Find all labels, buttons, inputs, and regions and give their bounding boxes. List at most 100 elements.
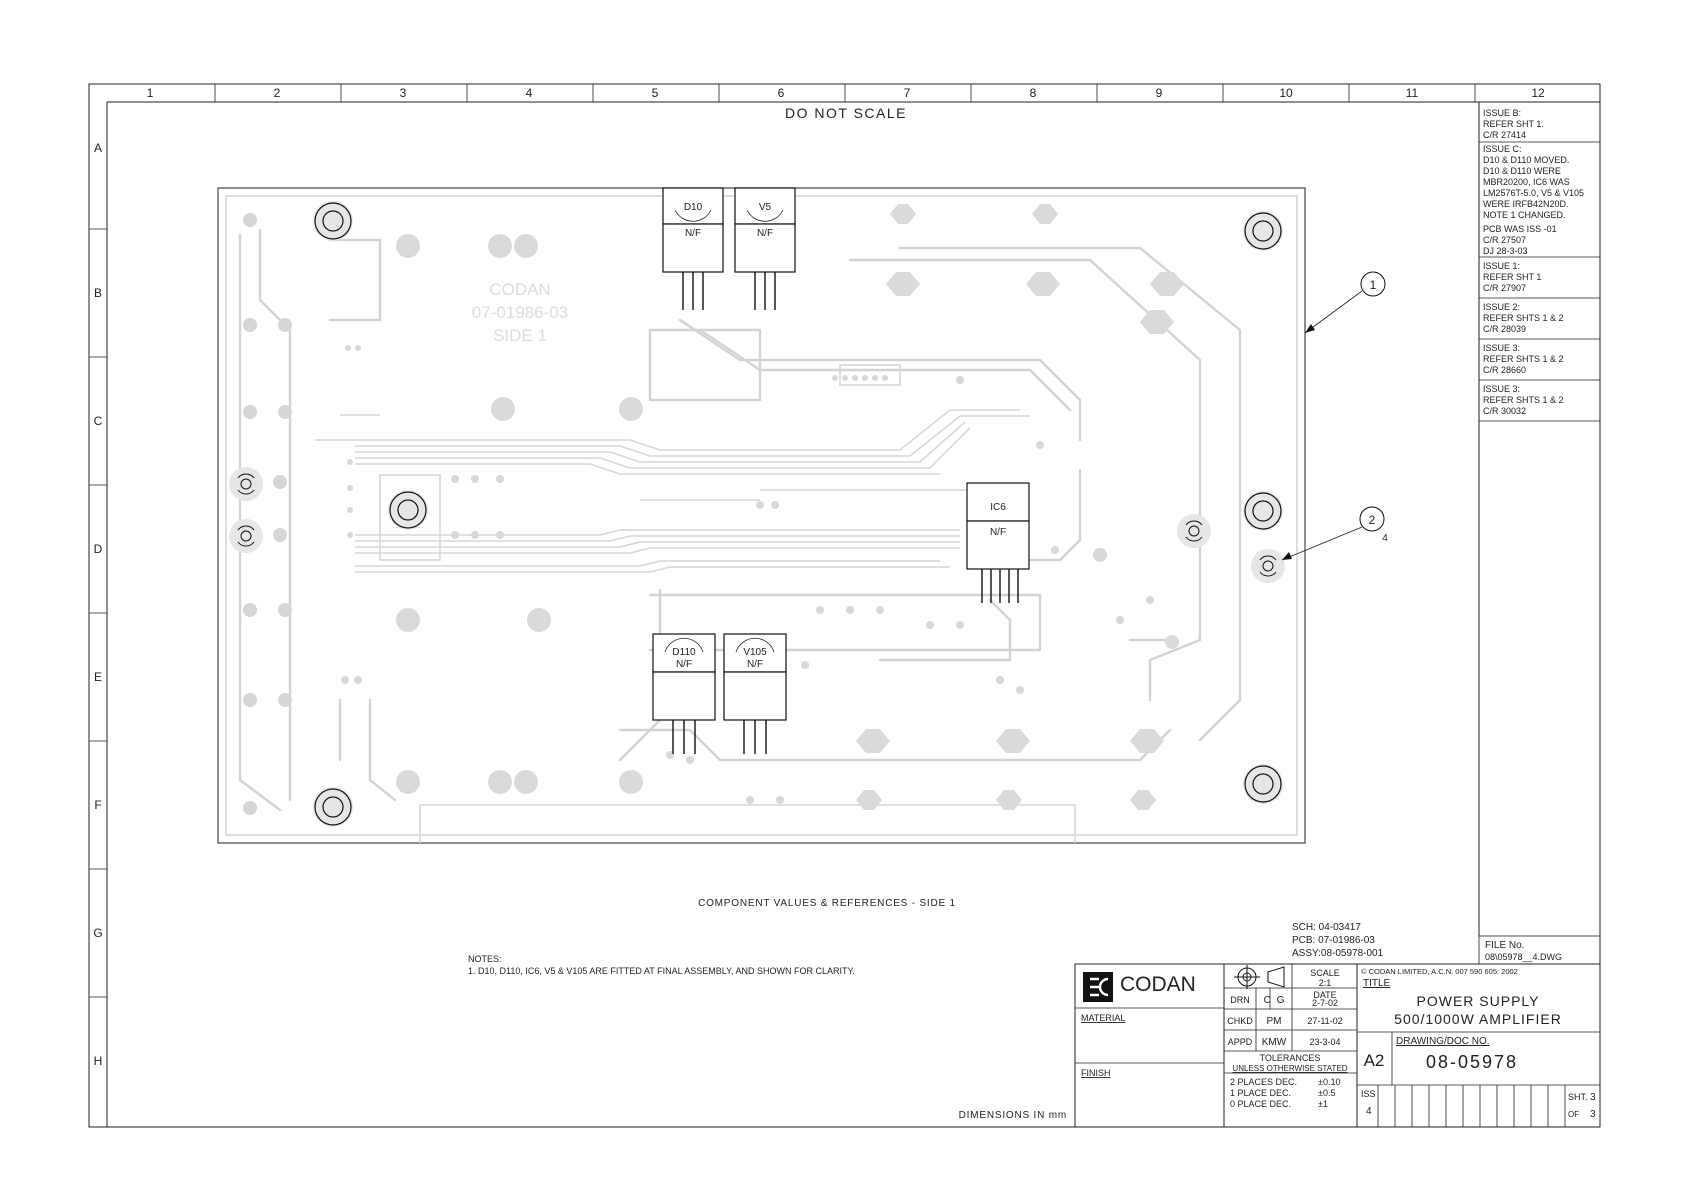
revision-6-line-3: C/R 30032 [1483, 406, 1526, 416]
revision-1-line-3: C/R 27414 [1483, 130, 1526, 140]
pcb-silk-part: 07-01986-03 [472, 303, 568, 322]
revision-5-line-1: ISSUE 3: [1483, 343, 1520, 353]
revision-2-line-1: ISSUE C: [1483, 144, 1522, 154]
drawing-title-line-1: POWER SUPPLY [1417, 993, 1540, 1009]
zone-col-2: 2 [274, 86, 281, 100]
appd-date: 23-3-04 [1309, 1037, 1340, 1047]
revision-2-line-9: C/R 27507 [1483, 235, 1526, 245]
zone-row-e: E [94, 670, 102, 684]
zone-row-f: F [94, 798, 101, 812]
mounting-hole [388, 490, 428, 530]
notes-heading: NOTES: [468, 954, 502, 964]
zone-col-9: 9 [1156, 86, 1163, 100]
drn-by: C G [1264, 995, 1285, 1006]
tolerance-0-place-label: 0 PLACE DEC. [1230, 1099, 1291, 1109]
revision-3-line-1: ISSUE 1: [1483, 261, 1520, 271]
zone-row-labels: A B C D E F G H [93, 141, 102, 1068]
zone-column-labels: 1 2 3 4 5 6 7 8 9 10 11 12 [147, 86, 1545, 100]
title-block: CODAN MATERIAL FINISH SCALE 2:1 DATE DRN… [1074, 963, 1601, 1128]
revision-1-line-2: REFER SHT 1. [1483, 119, 1544, 129]
component-d10-label: N/F [685, 228, 701, 239]
zone-col-5: 5 [652, 86, 659, 100]
zone-row-b: B [94, 286, 102, 300]
third-angle-projection-icon [1234, 965, 1285, 989]
tolerance-2-places-label: 2 PLACES DEC. [1230, 1077, 1297, 1087]
zone-row-a: A [94, 141, 102, 155]
standoff [229, 467, 263, 501]
callout-2: 2 4 [1281, 506, 1388, 561]
tolerances-title: TOLERANCES [1260, 1053, 1321, 1063]
component-ic6-label: N/F [990, 527, 1006, 538]
component-d110: D110 N/F [652, 633, 716, 754]
mounting-hole [1243, 491, 1283, 531]
ref-schematic: SCH: 04-03417 [1292, 922, 1361, 933]
component-ic6-ref: IC6 [990, 502, 1006, 513]
tolerance-1-place-value: ±0.5 [1318, 1088, 1335, 1098]
revision-4-line-2: REFER SHTS 1 & 2 [1483, 313, 1564, 323]
finish-label: FINISH [1081, 1068, 1111, 1078]
callout-2-qty: 4 [1382, 533, 1388, 544]
revision-2-line-8: PCB WAS ISS -01 [1483, 224, 1557, 234]
component-v5-label: N/F [757, 228, 773, 239]
callout-1-number: 1 [1370, 278, 1377, 292]
callout-2-number: 2 [1369, 513, 1376, 527]
zone-row-g: G [93, 926, 102, 940]
ref-assembly: ASSY:08-05978-001 [1292, 948, 1384, 959]
standoff [1251, 549, 1285, 583]
revision-2-line-4: MBR20200, IC6 WAS [1483, 177, 1570, 187]
revision-4-line-3: C/R 28039 [1483, 324, 1526, 334]
drawing-frame [88, 83, 1601, 1128]
chkd-date: 27-11-02 [1307, 1016, 1342, 1026]
mounting-hole [1243, 211, 1283, 251]
file-number-box: FILE No. 08\05978__4.DWG [1478, 935, 1601, 965]
revision-6-line-2: REFER SHTS 1 & 2 [1483, 395, 1564, 405]
revision-4-line-1: ISSUE 2: [1483, 302, 1520, 312]
mounting-holes [313, 201, 1283, 827]
drawing-title-line-2: 500/1000W AMPLIFIER [1394, 1011, 1562, 1027]
component-d10: D10 N/F [662, 187, 724, 310]
revision-2-line-3: D10 & D110 WERE [1483, 166, 1561, 176]
sheet-value: 3 [1590, 1092, 1596, 1103]
mounting-hole [313, 201, 353, 241]
zone-col-3: 3 [400, 86, 407, 100]
view-caption: COMPONENT VALUES & REFERENCES - SIDE 1 [698, 898, 956, 909]
mounting-hole [1243, 764, 1283, 804]
component-v105-label: N/F [747, 659, 763, 670]
drawing-number-label: DRAWING/DOC NO. [1396, 1036, 1490, 1047]
date-label: DATE [1313, 990, 1336, 1000]
file-number-label: FILE No. [1485, 940, 1524, 951]
sheet-label: SHT. [1568, 1092, 1588, 1102]
component-v105: V105 N/F [723, 633, 787, 754]
revision-1-line-1: ISSUE B: [1483, 108, 1521, 118]
callout-1: 1 [1304, 271, 1386, 334]
component-d10-ref: D10 [684, 202, 703, 213]
drawing-number: 08-05978 [1426, 1052, 1518, 1072]
revision-2-line-2: D10 & D110 MOVED. [1483, 155, 1569, 165]
scale-value: 2:1 [1319, 978, 1332, 988]
zone-row-c: C [94, 414, 103, 428]
component-ic6: IC6 N/F [966, 482, 1030, 603]
title-label: TITLE [1363, 978, 1391, 989]
component-v5: V5 N/F [734, 187, 796, 310]
revision-2-line-5: LM2576T-5.0, V5 & V105 [1483, 188, 1584, 198]
appd-label: APPD [1228, 1037, 1253, 1047]
sheet-of-value: 3 [1590, 1109, 1596, 1120]
ref-pcb: PCB: 07-01986-03 [1292, 935, 1375, 946]
zone-col-4: 4 [526, 86, 533, 100]
material-label: MATERIAL [1081, 1013, 1125, 1023]
tolerance-1-place-label: 1 PLACE DEC. [1230, 1088, 1291, 1098]
standoff [1177, 514, 1211, 548]
pcb-board: CODAN 07-01986-03 SIDE 1 [217, 187, 1306, 844]
component-d110-ref: D110 [672, 647, 696, 658]
component-v105-ref: V105 [743, 647, 767, 658]
drn-date: 2-7-02 [1312, 998, 1338, 1008]
zone-col-1: 1 [147, 86, 154, 100]
revision-5-line-2: REFER SHTS 1 & 2 [1483, 354, 1564, 364]
tolerance-0-place-value: ±1 [1318, 1099, 1328, 1109]
zone-col-8: 8 [1030, 86, 1037, 100]
chkd-label: CHKD [1227, 1016, 1253, 1026]
company-name: CODAN [1120, 973, 1196, 996]
revision-3-line-2: REFER SHT 1 [1483, 272, 1541, 282]
file-number-value: 08\05978__4.DWG [1485, 952, 1562, 962]
